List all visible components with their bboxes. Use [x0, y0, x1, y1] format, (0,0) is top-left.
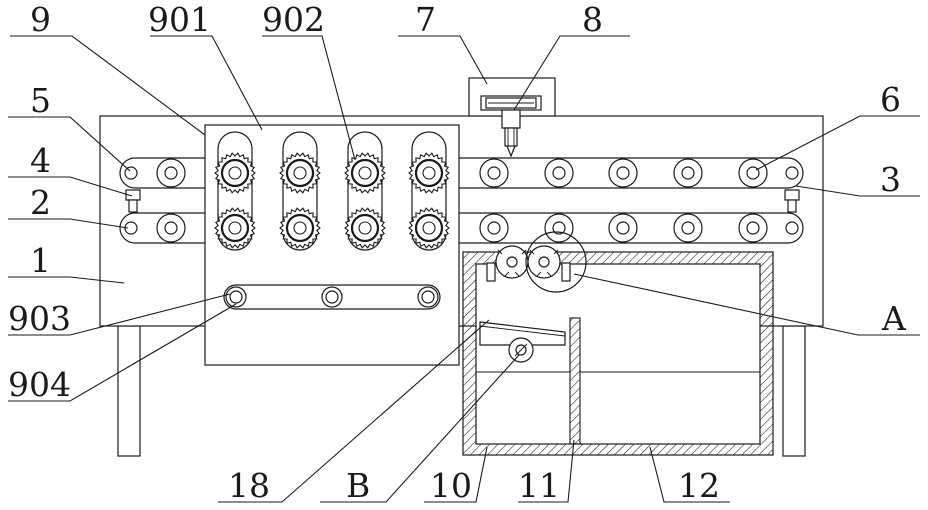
label-11: 11 — [518, 466, 560, 505]
label-A: A — [881, 299, 907, 338]
label-7: 7 — [415, 0, 436, 39]
label-12: 12 — [678, 466, 720, 505]
label-10: 10 — [430, 466, 472, 505]
label-904: 904 — [8, 365, 71, 404]
label-4: 4 — [30, 141, 51, 180]
label-902: 902 — [262, 0, 325, 39]
label-6: 6 — [880, 80, 901, 119]
label-5: 5 — [30, 81, 51, 120]
internal-conveyor — [224, 285, 440, 309]
collection-tank — [463, 252, 773, 455]
label-3: 3 — [880, 160, 901, 199]
label-2: 2 — [30, 183, 51, 222]
label-18: 18 — [228, 466, 270, 505]
label-1: 1 — [30, 241, 51, 280]
label-B: B — [346, 466, 370, 505]
label-903: 903 — [8, 299, 71, 338]
label-9: 9 — [30, 0, 51, 39]
label-901: 901 — [148, 0, 211, 39]
label-8: 8 — [582, 0, 603, 39]
